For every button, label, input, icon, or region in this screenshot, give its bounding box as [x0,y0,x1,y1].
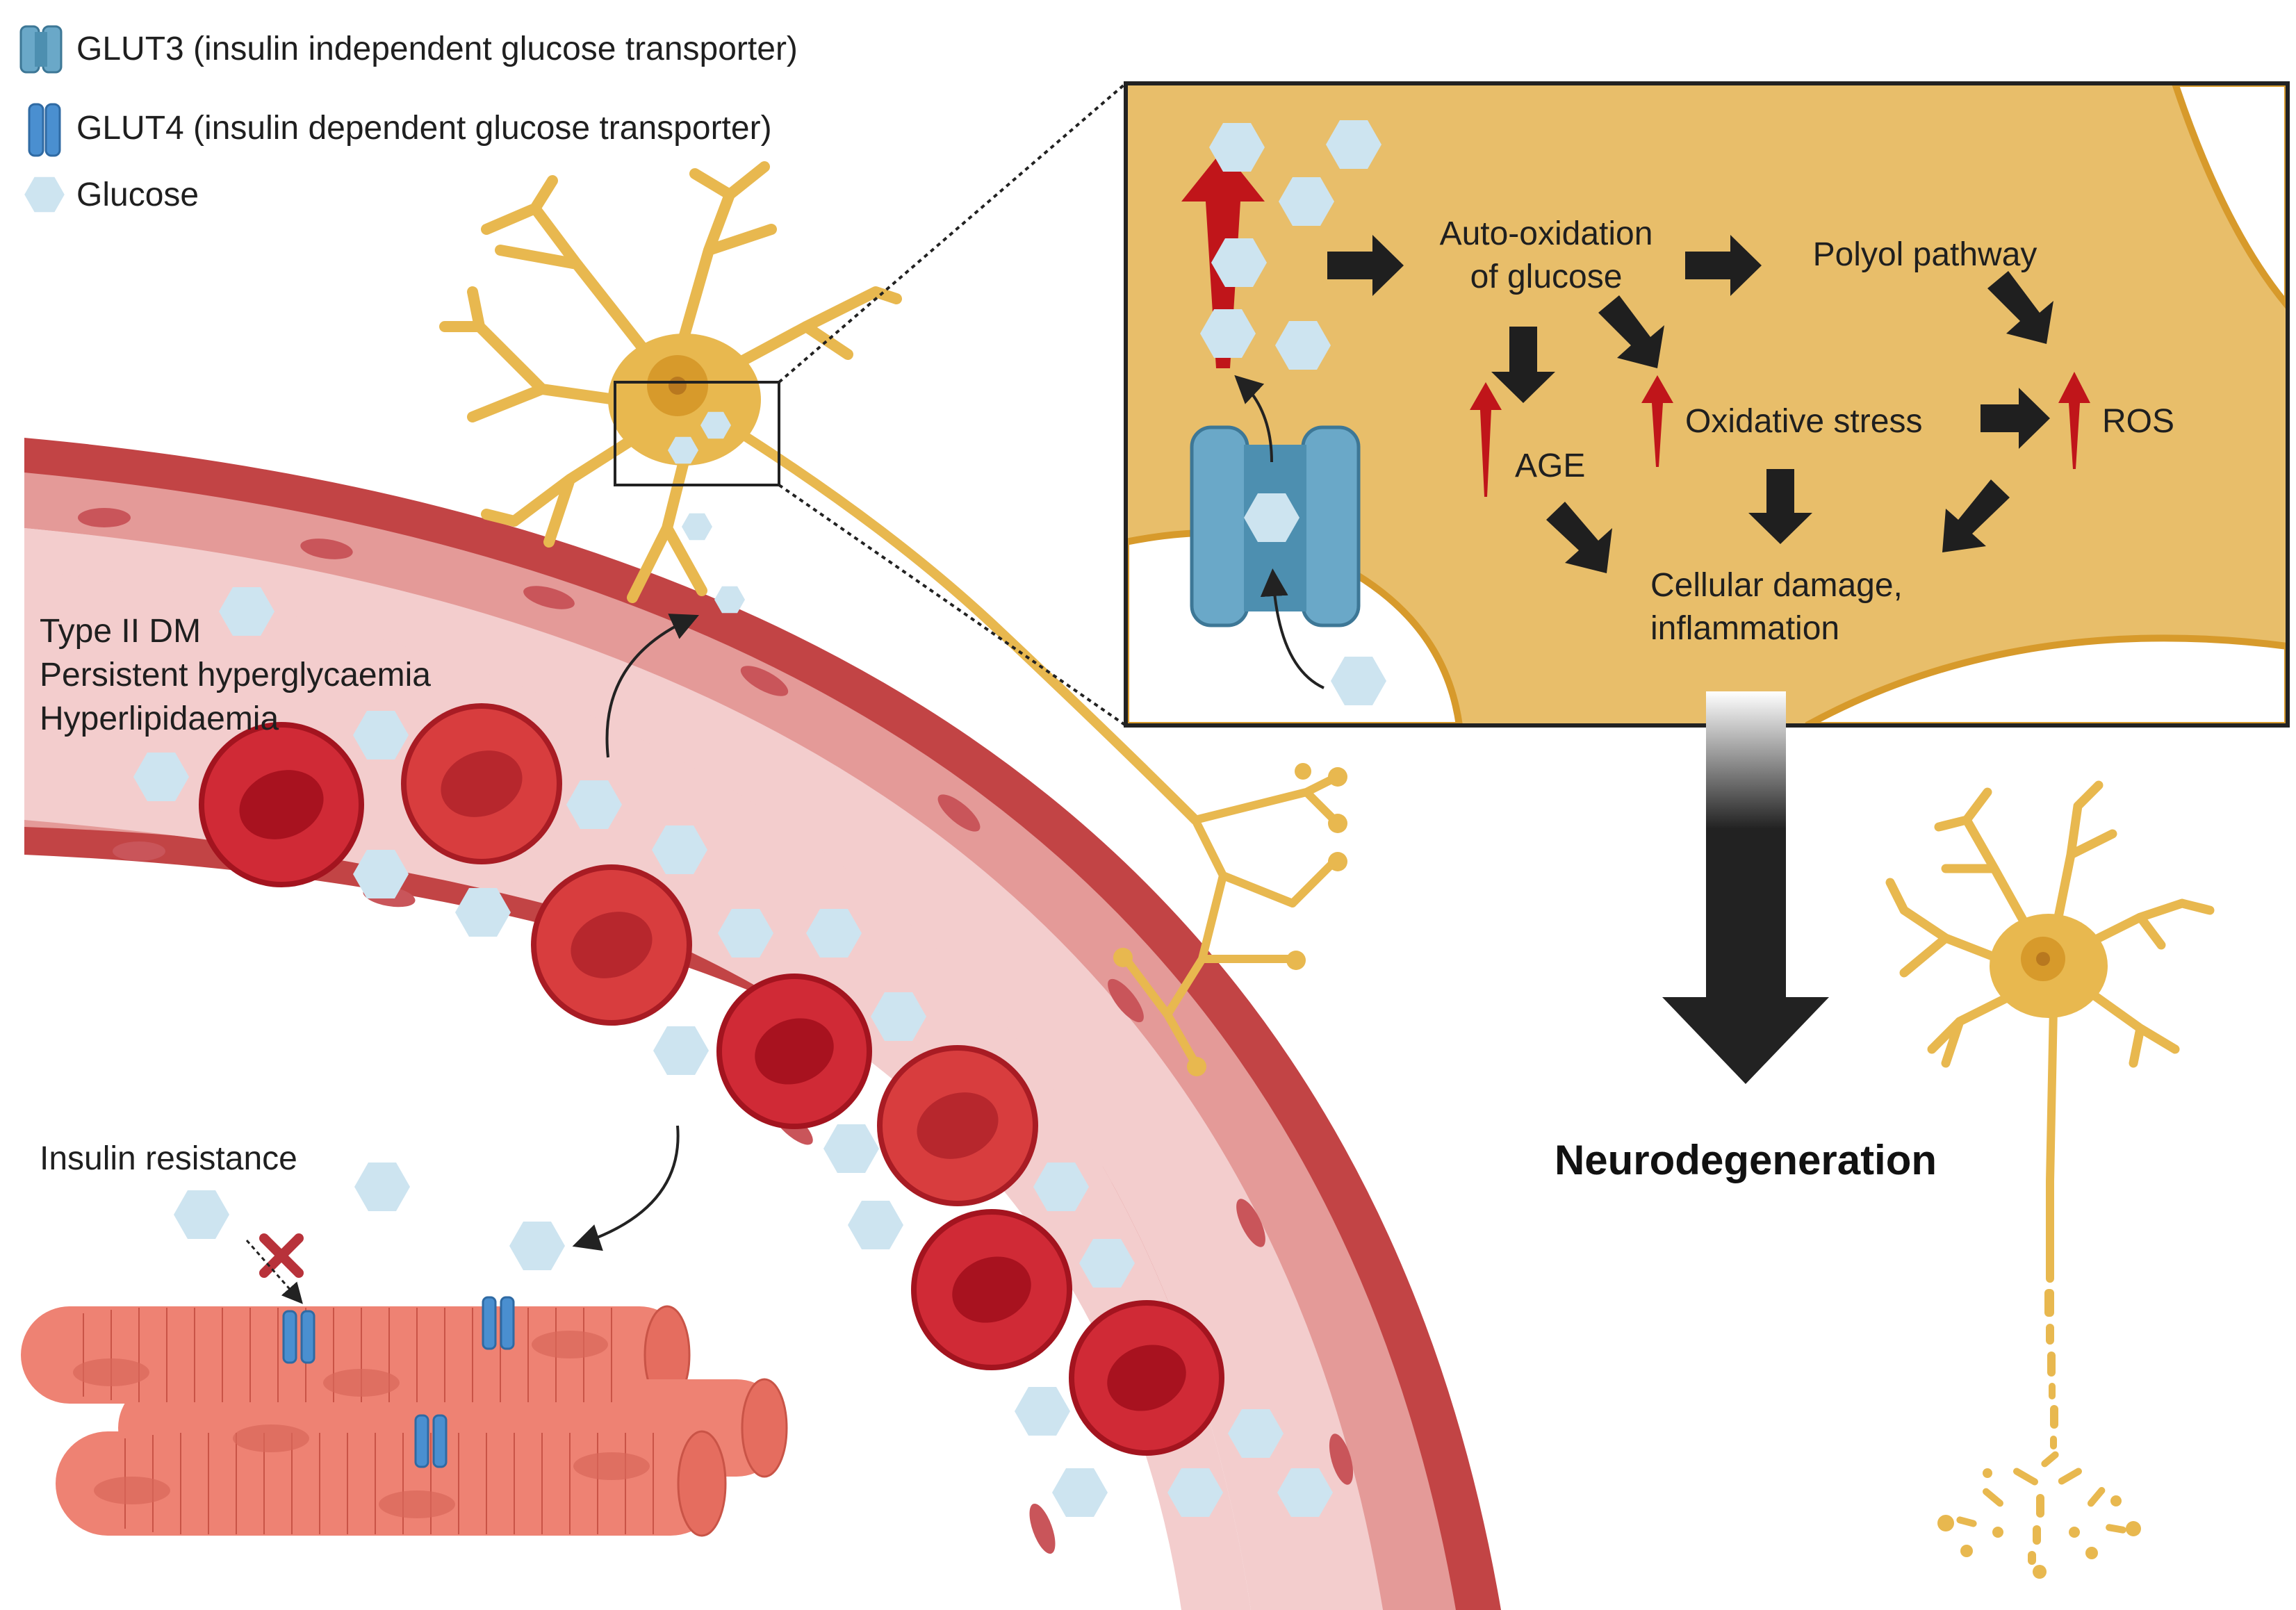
glucose-to-neuron-arrow [605,614,699,758]
vessel-text: Type II DM Persistent hyperglycaemia Hyp… [40,613,431,737]
muscle-fibers [21,1296,788,1537]
cellular-damage-label-line1: Cellular damage, [1650,567,1903,604]
legend: GLUT3 (insulin independent glucose trans… [19,25,798,213]
neuron-right [1885,780,2215,1283]
ros-label: ROS [2102,403,2174,440]
glucose-molecule [1015,1387,1070,1436]
cellular-damage-label-line2: inflammation [1650,610,1839,647]
hyperlipidaemia-label: Hyperlipidaemia [40,700,279,737]
red-blood-cell [531,864,692,1026]
zoom-guide-top [778,82,1127,384]
neuron-left-terminal-knobs [1113,763,1347,1076]
neuron-left-soma [608,334,761,466]
red-blood-cell [401,703,562,864]
glut4-transporter [482,1296,515,1350]
age-label: AGE [1515,447,1585,484]
glucose-molecule [653,1026,709,1075]
muscle-glucose [174,1163,565,1270]
flow-arrow-age-to-damage [1546,502,1612,573]
muscle-fiber [56,1430,727,1537]
neuron-right-soma [1990,914,2108,1018]
red-blood-cell [199,722,364,887]
flow-arrow-autooxidation-to-oxidative [1598,295,1664,368]
red-blood-cell [911,1209,1072,1370]
blocked-uptake-x-icon [259,1233,304,1278]
inset-extracellular-space-right [2171,83,2288,311]
polyol-pathway-label: Polyol pathway [1813,236,2037,273]
glucose-molecule [354,1163,410,1211]
glucose-molecule [823,1124,879,1173]
glut3-legend-icon [19,25,63,74]
flow-arrow-oxidative-to-ros [1981,388,2050,449]
inset-panel: Auto-oxidation of glucose Polyol pathway… [1124,81,2290,728]
flow-arrow-glucose-to-autooxidation [1327,235,1404,296]
flow-arrow-ros-to-damage [1942,479,2010,552]
ros-increase-arrow [2058,372,2090,469]
oxidative-stress-label: Oxidative stress [1685,403,1922,440]
neuron-right-fragmented-axon [1937,1289,2141,1579]
insulin-resistance-label: Insulin resistance [40,1140,297,1177]
neurodegeneration-label: Neurodegeneration [1555,1137,1937,1183]
legend-glut4-label: GLUT4 (insulin dependent glucose transpo… [76,110,772,147]
glucose-molecule [848,1201,903,1249]
glut4-legend-icon [28,103,61,157]
type-2-dm-label: Type II DM [40,613,201,650]
age-increase-arrow [1470,382,1502,497]
neuron-left [439,161,1338,1067]
glucose-molecule [174,1190,229,1239]
glut3-transporter [1190,425,1361,627]
flow-arrow-autooxidation-to-age [1491,327,1555,403]
auto-oxidation-label-line1: Auto-oxidation [1440,215,1653,252]
muscle-striations [83,1308,654,1534]
uptake-arrow-lower [1260,568,1325,689]
glucose-molecule [509,1222,565,1270]
neurodegeneration-arrow [1662,691,1829,1084]
oxidative-stress-increase-arrow [1641,375,1673,467]
red-blood-cell [1069,1300,1224,1456]
glucose-molecule [682,513,712,541]
flow-arrow-polyol-to-ros [1987,271,2053,344]
muscle-nuclei [73,1331,650,1518]
legend-glucose-label: Glucose [76,176,199,213]
zoom-box [614,381,780,486]
hyperglycaemia-label: Persistent hyperglycaemia [40,657,431,693]
glucose-to-muscle-arrow [572,1125,680,1251]
blocked-uptake-arrow [245,1240,303,1304]
red-blood-cell [877,1045,1038,1206]
flow-arrow-oxidative-to-damage [1748,469,1812,544]
legend-glut3-label: GLUT3 (insulin independent glucose trans… [76,31,798,67]
uptake-arrow-upper [1234,375,1273,463]
red-blood-cell [716,974,872,1129]
glucose-legend-icon [24,176,65,213]
auto-oxidation-label-line2: of glucose [1470,258,1623,295]
glucose-molecule [1052,1468,1108,1517]
red-blood-cells [199,703,1224,1456]
glut4-transporter [414,1414,448,1468]
zoom-guide-bottom [778,484,1127,727]
pathway-flow-arrows [1327,235,2053,573]
flow-arrow-autooxidation-to-polyol [1685,235,1762,296]
glut4-transporter [282,1310,315,1364]
